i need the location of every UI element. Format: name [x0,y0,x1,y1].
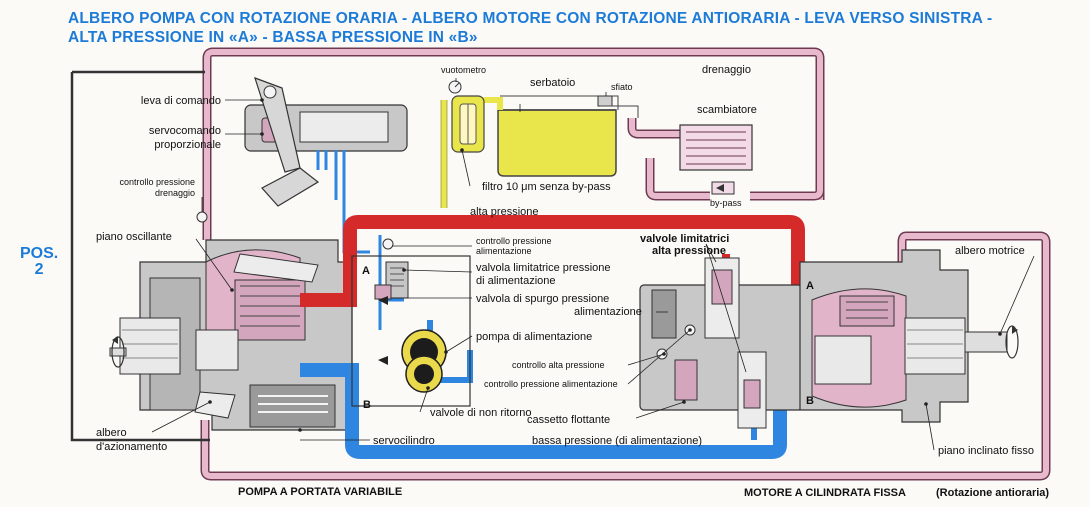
label-controllo-pressione-alimentazione: controllo pressione [476,236,552,246]
label-albero-azionamento: d'azionamento [96,441,167,453]
label-controllo-alta-pressione: controllo alta pressione [512,360,605,370]
heat-exchanger [679,124,753,195]
charge-pump-block [351,255,471,407]
variable-displacement-pump [109,239,353,431]
label-albero: albero [96,427,127,439]
position-label-number: 2 [34,261,44,278]
label-di-alimentazione: di alimentazione [476,275,556,287]
label-filtro: filtro 10 μm senza by-pass [482,181,611,193]
label-scambiatore: scambiatore [697,104,757,116]
proportional-servo-control [244,77,408,254]
drain-circuit [200,47,1051,481]
label-sfiato: sfiato [611,82,633,92]
reservoir [470,95,639,177]
label-controllo-pressione-drenaggio: controllo pressione [119,177,195,187]
label-servocilindro: servocilindro [373,435,435,447]
label-albero-motrice: albero motrice [955,245,1025,257]
label-serbatoio: serbatoio [530,77,575,89]
label-by-pass: by-pass [710,198,742,208]
label-valvola-limitatrice: valvola limitatrice pressione [476,262,611,274]
fixed-displacement-motor [639,249,1019,429]
diagram-title-line-1: ALBERO POMPA CON ROTAZIONE ORARIA - ALBE… [68,10,993,27]
label-piano-oscillante: piano oscillante [96,231,172,243]
label-rotazione-antioraria: (Rotazione antioraria) [936,487,1049,499]
label-leva-comando: leva di comando [141,95,221,107]
motor-port-a: A [806,280,814,292]
position-label-prefix: POS. [20,245,59,262]
label-valvole-limitatrici: valvole limitatrici [640,233,729,245]
motor-port-b: B [806,395,814,407]
label-controllo-pressione-alim: controllo pressione alimentazione [484,379,618,389]
pump-port-a: A [362,265,370,277]
label-bassa-pressione: bassa pressione (di alimentazione) [532,435,702,447]
label-servocomando: servocomando [149,125,221,137]
label-piano-inclinato: piano inclinato fisso [938,445,1034,457]
pump-port-b: B [363,399,371,411]
label-drenaggio: drenaggio [702,64,751,76]
label-pompa-portata-variabile: POMPA A PORTATA VARIABILE [238,486,402,498]
label-valvole-non-ritorno: valvole di non ritorno [430,407,532,419]
label-vuotometro: vuotometro [441,65,486,75]
label-pompa-alimentazione: pompa di alimentazione [476,331,592,343]
label-alta-pressione-valvole: alta pressione [652,245,726,257]
diagram-title-line-2: ALTA PRESSIONE IN «A» - BASSA PRESSIONE … [68,29,478,46]
label-alimentazione: alimentazione [476,246,532,256]
label-drenaggio-gauge: drenaggio [155,188,195,198]
label-cassetto-flottante: cassetto flottante [527,414,610,426]
label-motore-cilindrata-fissa: MOTORE A CILINDRATA FISSA [744,487,906,499]
leader-lines [151,78,1035,451]
filter [448,80,485,153]
label-proporzionale: proporzionale [154,139,221,151]
label-alta-pressione: alta pressione [470,206,539,218]
label-valvola-spurgo: valvola di spurgo pressione [476,293,609,305]
position-label: POS. 2 [20,246,58,278]
label-spurgo-alimentazione: alimentazione [574,306,642,318]
